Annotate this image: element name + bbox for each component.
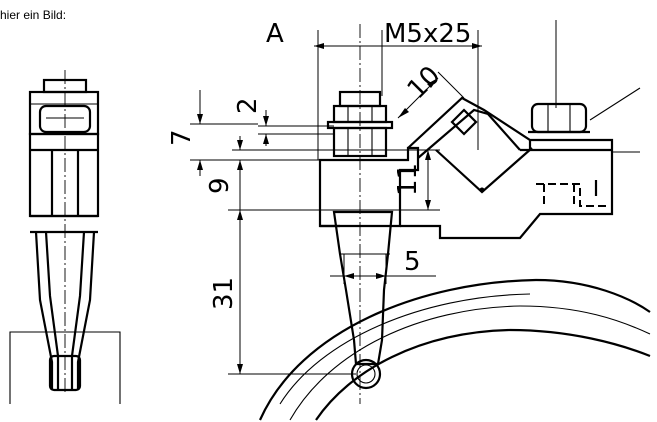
side-foot bbox=[48, 354, 82, 392]
side-leg-right bbox=[76, 231, 96, 390]
side-base-plate bbox=[9, 331, 121, 404]
hidden-slot bbox=[536, 183, 606, 207]
side-leg-left bbox=[34, 231, 54, 390]
side-view bbox=[9, 70, 121, 404]
dim-10: 10 bbox=[402, 60, 447, 105]
clamp-body bbox=[318, 146, 420, 228]
cable-mid bbox=[289, 305, 651, 421]
caption-text: hier ein Bild: bbox=[0, 8, 67, 22]
dim-7: 7 bbox=[167, 129, 197, 146]
nut-lower bbox=[332, 126, 388, 158]
cable-inner bbox=[315, 328, 651, 421]
front-view: A M5x25 bbox=[167, 19, 651, 421]
dim-11: 11 bbox=[393, 163, 423, 196]
right-bolt-head bbox=[530, 102, 588, 134]
thread-label: M5x25 bbox=[384, 19, 471, 49]
angled-bracket bbox=[400, 96, 614, 240]
dim-9: 9 bbox=[205, 177, 235, 194]
bracket-slot bbox=[450, 108, 478, 136]
cable-outer bbox=[258, 278, 651, 421]
side-body bbox=[28, 132, 100, 218]
lug-eye-inner bbox=[356, 364, 376, 384]
dim-2: 2 bbox=[233, 97, 263, 114]
view-label: A bbox=[266, 19, 284, 49]
clamp-arm bbox=[332, 210, 394, 366]
dim-31: 31 bbox=[209, 277, 239, 310]
dim-5: 5 bbox=[404, 247, 421, 277]
